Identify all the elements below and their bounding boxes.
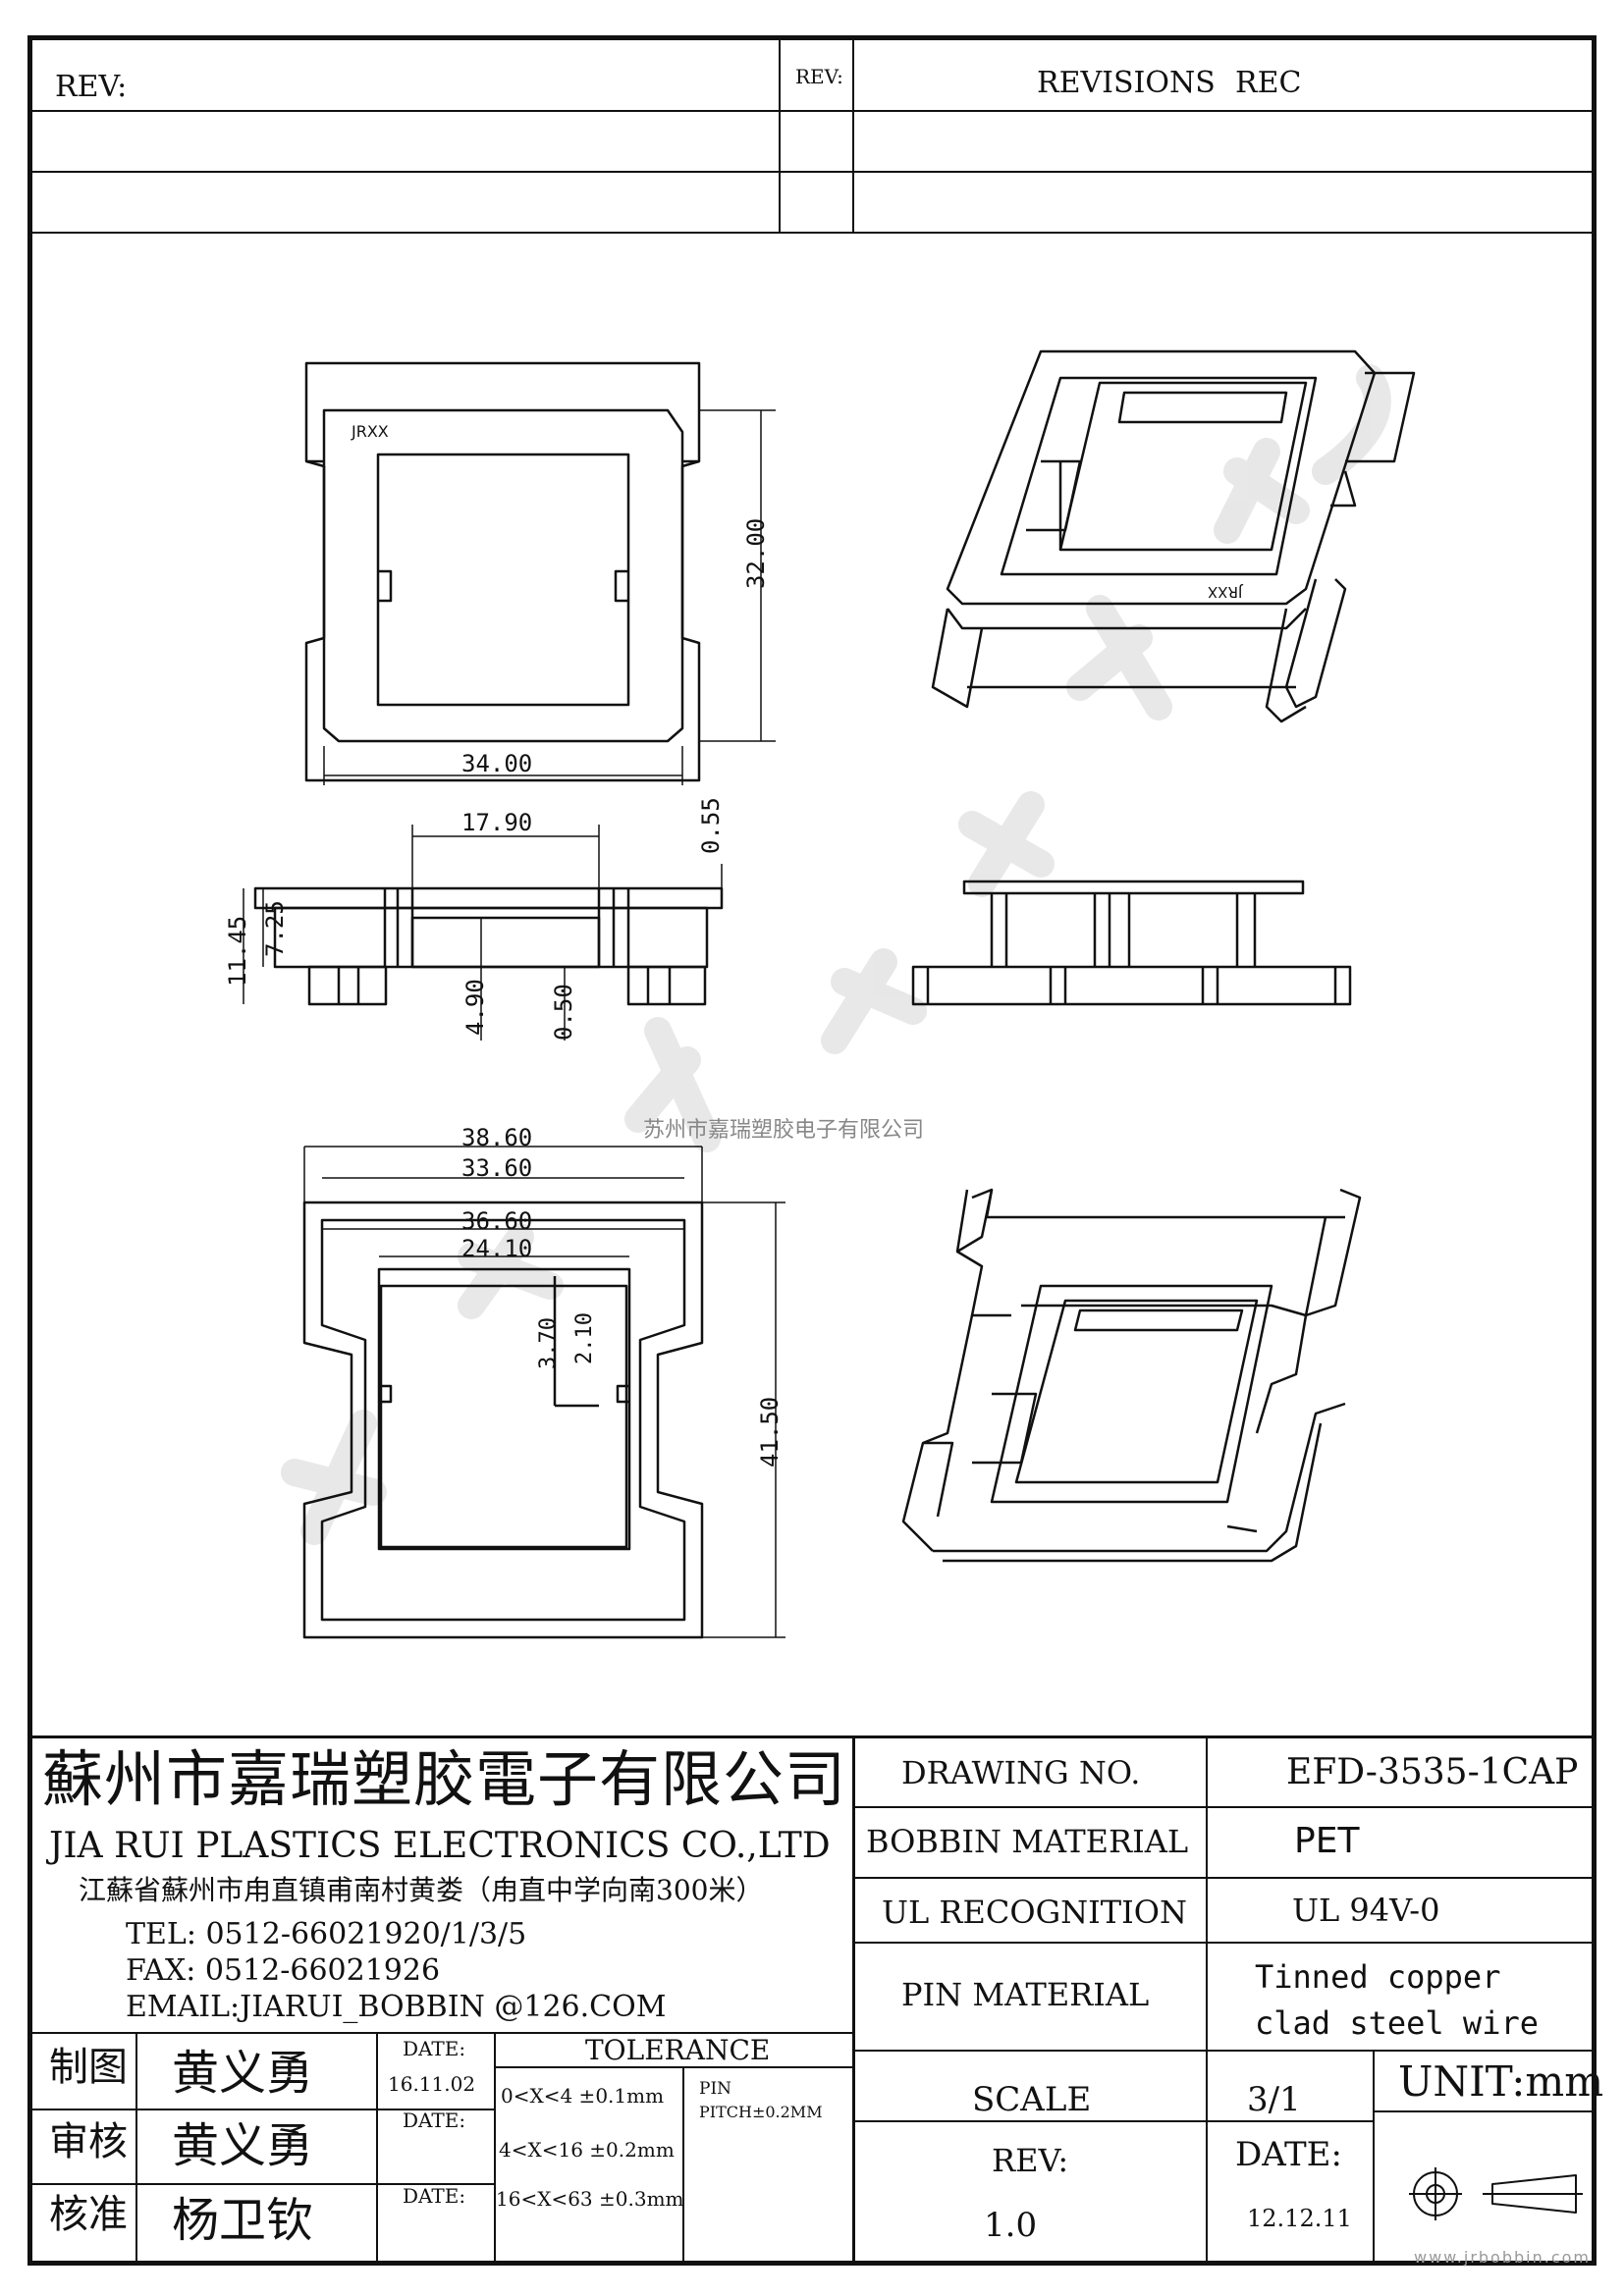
date-label-1: DATE: [403,2037,466,2060]
checked-name: 黄义勇 [172,2118,314,2173]
date-value: 12.12.11 [1247,2205,1352,2232]
dim-41-50: 41.50 [756,1396,784,1468]
rev-label: REV: [992,2142,1069,2179]
top-view [304,361,701,782]
projection-symbol [1409,2167,1583,2220]
company-tel: TEL: 0512-66021920/1/3/5 [126,1917,527,1951]
date-label-2: DATE: [403,2109,466,2132]
dim-33-60: 33.60 [461,1154,533,1182]
drawn-name: 黄义勇 [172,2046,314,2101]
iso-view-top [931,349,1416,723]
tolerance-pin: PIN [699,2079,732,2099]
bobbin-material-label: BOBBIN MATERIAL [866,1823,1189,1860]
marking-top-left: JRXX [352,422,389,441]
company-email: EMAIL:JIARUI_BOBBIN @126.COM [126,1990,667,2024]
rev-value: 1.0 [984,2206,1038,2245]
date-label-3: DATE: [403,2184,466,2208]
bobbin-material-value: PET [1294,1821,1360,1861]
company-name-en: JIA RUI PLASTICS ELECTRONICS CO.,LTD [49,1826,831,1866]
dim-36-60: 36.60 [461,1207,533,1235]
date-label: DATE: [1235,2135,1342,2174]
dim-4-90: 4.90 [461,979,489,1036]
company-fax: FAX: 0512-66021926 [126,1953,441,1988]
dim-32: 32.00 [742,517,770,589]
checked-label: 审核 [49,2119,128,2164]
drawing-no-label: DRAWING NO. [901,1754,1141,1791]
dim-17-90: 17.90 [461,809,533,836]
dim-0-50: 0.50 [550,984,577,1041]
dim-2-10: 2.10 [572,1312,597,1364]
tolerance-row-1: 0<X<4 ±0.1mm [501,2084,665,2108]
side-view [253,886,724,1006]
side-view-dims [243,825,723,1041]
watermark-text: 苏州市嘉瑞塑胶电子有限公司 [643,1118,925,1143]
pin-material-value-1: Tinned copper [1255,1958,1501,1996]
sheet-frame [27,35,1597,2266]
scale-value: 3/1 [1247,2080,1301,2119]
dim-38-60: 38.60 [461,1124,533,1151]
dim-11-45: 11.45 [224,915,251,987]
unit-label: UNIT:mm [1398,2057,1604,2106]
bottom-view [302,1201,704,1639]
approved-label: 核准 [49,2192,128,2237]
company-name-cn: 蘇州市嘉瑞塑胶電子有限公司 [42,1743,847,1815]
company-address: 江蘇省蘇州市甪直镇甫南村黄娄（甪直中学向南300米） [79,1874,764,1906]
side-view-right [911,880,1352,1006]
tolerance-pin-pitch: PITCH±0.2MM [699,2103,823,2121]
rec-label: REC [1235,66,1302,100]
dim-24-10: 24.10 [461,1235,533,1262]
approved-name: 杨卫钦 [172,2193,314,2248]
dim-34: 34.00 [461,750,533,777]
top-view-dims [323,409,776,785]
ul-recognition-label: UL RECOGNITION [882,1894,1187,1931]
pin-material-label: PIN MATERIAL [901,1976,1150,2013]
iso-view-bottom [901,1188,1362,1563]
footer-url: www.jrbobbin.com [1414,2248,1591,2267]
drawing-no-value: EFD-3535-1CAP [1286,1752,1579,1792]
dim-0-55: 0.55 [697,797,725,854]
tolerance-title: TOLERANCE [585,2034,771,2066]
dim-7-25: 7.25 [261,900,289,957]
drawn-label: 制图 [49,2045,128,2090]
marking-iso: JRXX [1208,583,1243,601]
rev-label-mid: REV: [795,65,843,88]
ul-recognition-value: UL 94V-0 [1292,1892,1440,1929]
date-value-1: 16.11.02 [388,2072,476,2096]
watermark-graphic [281,364,1391,1545]
tolerance-row-3: 16<X<63 ±0.3mm [496,2187,684,2211]
bottom-view-dims [303,1146,785,1638]
tolerance-row-2: 4<X<16 ±0.2mm [499,2138,675,2162]
scale-label: SCALE [972,2080,1092,2119]
dim-3-70: 3.70 [536,1317,561,1369]
pin-material-value-2: clad steel wire [1255,2004,1539,2042]
revisions-label: REVISIONS [1037,66,1216,100]
rev-label-left: REV: [55,70,128,104]
